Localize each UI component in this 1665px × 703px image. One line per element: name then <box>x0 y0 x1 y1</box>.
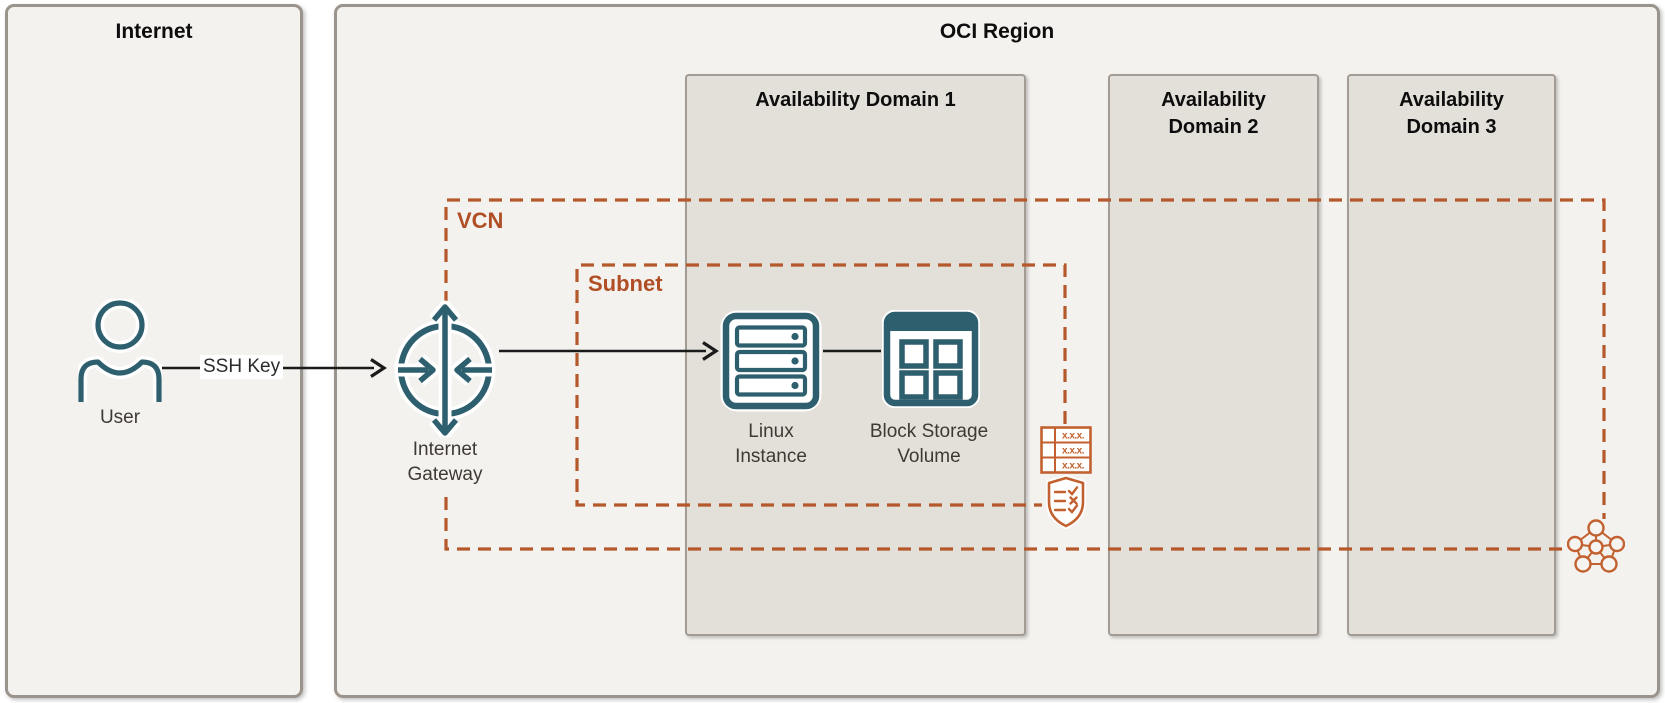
internet-box-title: Internet <box>115 20 193 43</box>
availability-domain-3-title: Availability Domain 3 <box>1399 89 1504 138</box>
availability-domain-2-title: Availability Domain 2 <box>1161 89 1266 138</box>
internet-gateway-label: Internet Gateway <box>383 437 507 493</box>
svg-text:x.x.x.: x.x.x. <box>1062 431 1085 442</box>
route-table-icon: x.x.x. x.x.x. x.x.x. <box>1040 426 1092 474</box>
user-icon <box>78 299 162 402</box>
vcn-icon <box>1567 519 1625 573</box>
ssh-key-label: SSH Key <box>200 355 284 379</box>
linux-instance-icon <box>720 310 822 412</box>
user-label: User <box>99 407 141 428</box>
subnet-label: Subnet <box>588 271 663 296</box>
internet-box: Internet <box>5 4 303 698</box>
availability-domain-3: Availability Domain 3 <box>1347 74 1556 636</box>
availability-domain-2: Availability Domain 2 <box>1108 74 1319 636</box>
region-box-title: OCI Region <box>939 20 1055 43</box>
block-storage-label: Block Storage Volume <box>869 421 989 467</box>
availability-domain-1-title: Availability Domain 1 <box>755 89 956 111</box>
internet-gateway-icon <box>394 300 496 440</box>
block-storage-icon <box>882 310 980 408</box>
security-list-icon <box>1046 475 1086 529</box>
svg-text:x.x.x.: x.x.x. <box>1062 446 1085 457</box>
linux-instance-label: Linux Instance <box>735 421 807 467</box>
svg-text:x.x.x.: x.x.x. <box>1062 461 1085 472</box>
vcn-label: VCN <box>457 208 504 233</box>
